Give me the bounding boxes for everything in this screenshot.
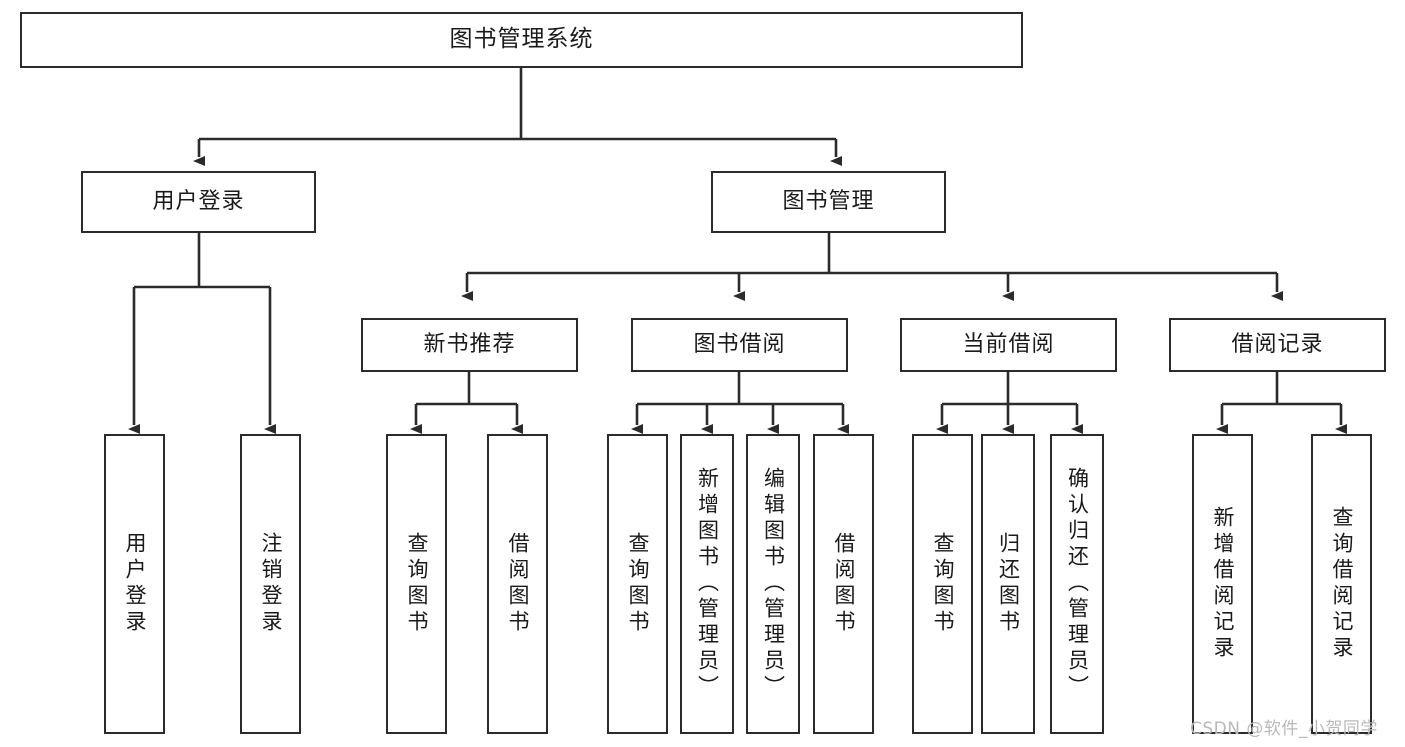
leaf-borrow-book-recommend[interactable]: 借阅图书 — [487, 434, 548, 734]
node-new-book-recommend[interactable]: 新书推荐 — [361, 318, 578, 372]
csdn-watermark: CSDN @软件_小贺同学 — [1190, 719, 1378, 739]
node-label: 查询图书 — [931, 532, 955, 636]
node-label: 借阅图书 — [506, 532, 530, 636]
node-label: 当前借阅 — [962, 332, 1055, 358]
leaf-query-book-recommend[interactable]: 查询图书 — [386, 434, 447, 734]
node-book-borrow[interactable]: 图书借阅 — [631, 318, 848, 372]
node-label: 新增图书（管理员） — [695, 467, 720, 701]
node-label: 图书管理 — [782, 189, 875, 215]
node-borrow-record[interactable]: 借阅记录 — [1169, 318, 1386, 372]
leaf-edit-book-admin[interactable]: 编辑图书（管理员） — [746, 434, 800, 734]
leaf-confirm-return-admin[interactable]: 确认归还（管理员） — [1050, 434, 1104, 734]
node-user-login[interactable]: 用户登录 — [81, 171, 316, 233]
leaf-add-book-admin[interactable]: 新增图书（管理员） — [680, 434, 734, 734]
node-label: 借阅记录 — [1231, 332, 1324, 358]
node-current-borrow[interactable]: 当前借阅 — [900, 318, 1117, 372]
leaf-query-book-current[interactable]: 查询图书 — [912, 434, 973, 734]
node-label: 图书借阅 — [693, 332, 786, 358]
leaf-query-book-borrow[interactable]: 查询图书 — [607, 434, 668, 734]
node-label: 图书管理系统 — [449, 26, 594, 53]
node-label: 用户登录 — [152, 189, 245, 215]
node-label: 查询借阅记录 — [1330, 506, 1354, 662]
node-label: 编辑图书（管理员） — [761, 467, 786, 701]
node-label: 用户登录 — [123, 532, 147, 636]
node-label: 新书推荐 — [423, 332, 516, 358]
node-label: 注销登录 — [259, 532, 283, 636]
leaf-user-login[interactable]: 用户登录 — [104, 434, 165, 734]
node-label: 确认归还（管理员） — [1065, 467, 1090, 701]
node-root-book-management-system[interactable]: 图书管理系统 — [20, 12, 1023, 68]
leaf-add-borrow-record[interactable]: 新增借阅记录 — [1192, 434, 1253, 734]
node-label: 新增借阅记录 — [1211, 506, 1235, 662]
node-label: 借阅图书 — [832, 532, 856, 636]
node-label: 查询图书 — [405, 532, 429, 636]
node-label: 查询图书 — [626, 532, 650, 636]
leaf-query-borrow-record[interactable]: 查询借阅记录 — [1311, 434, 1372, 734]
node-label: 归还图书 — [996, 532, 1021, 636]
node-book-manage[interactable]: 图书管理 — [711, 171, 946, 233]
leaf-user-logout[interactable]: 注销登录 — [240, 434, 301, 734]
leaf-return-book[interactable]: 归还图书 — [981, 434, 1035, 734]
leaf-borrow-book-borrow[interactable]: 借阅图书 — [813, 434, 874, 734]
